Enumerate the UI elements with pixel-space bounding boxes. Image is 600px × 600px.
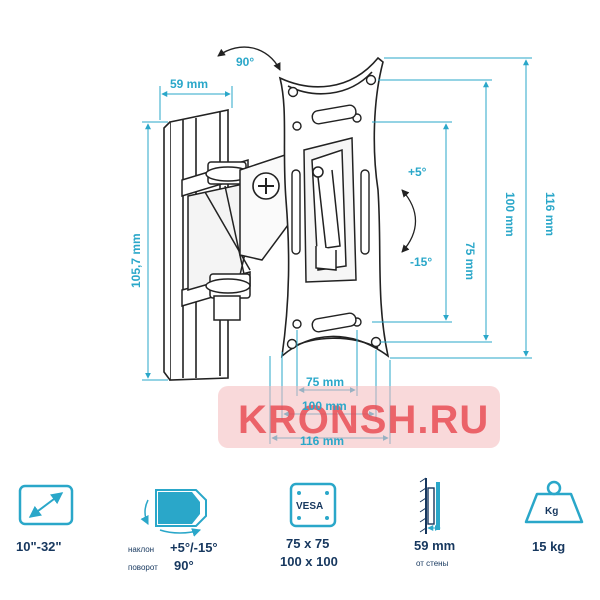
watermark-text: KRONSH.RU <box>238 398 489 442</box>
screen-size-icon <box>18 484 74 526</box>
vesa-small-horizontal-label: 75 mm <box>306 375 344 389</box>
vesa-holes <box>286 74 382 350</box>
dim-right-verticals <box>372 57 532 359</box>
tilt-swivel-icon <box>140 489 207 537</box>
tilt-down-label: -15° <box>410 255 432 269</box>
rotation-arc <box>217 46 281 71</box>
arm-depth-label: 59 mm <box>170 77 208 91</box>
vesa-large-horizontal-label: 100 mm <box>302 399 347 413</box>
vesa-badge-label: VESA <box>296 501 323 512</box>
swivel-arm <box>181 153 289 321</box>
watermark: KRONSH.RU <box>218 386 500 448</box>
plate-height-label: 116 mm <box>543 192 557 236</box>
tilt-up-label: +5° <box>408 165 427 179</box>
vesa-icon <box>289 482 337 528</box>
wall-distance-word: от стены <box>416 559 449 568</box>
arm-height-label: 105,7 mm <box>129 233 143 288</box>
swivel-word: поворот <box>128 563 158 572</box>
vesa-small-vertical-label: 75 mm <box>463 242 477 280</box>
plate-width-label: 116 mm <box>300 434 344 448</box>
tilt-word: наклон <box>128 545 154 554</box>
wall-distance-icon <box>419 477 441 534</box>
weight-icon <box>524 480 584 524</box>
wall-distance-value: 59 mm <box>414 538 455 553</box>
vesa-size-small: 75 x 75 <box>286 536 329 551</box>
vesa-size-large: 100 x 100 <box>280 554 338 569</box>
max-weight-value: 15 kg <box>532 539 565 554</box>
swivel-value: 90° <box>174 558 194 573</box>
dim-arm-depth <box>159 86 233 120</box>
tilt-arc <box>401 189 416 253</box>
screw-icon <box>252 172 280 200</box>
vesa-large-vertical-label: 100 mm <box>503 192 517 237</box>
tilt-bracket <box>303 137 357 283</box>
weight-badge-label: Kg <box>545 506 558 517</box>
rotation-label: 90° <box>236 55 254 69</box>
tilt-value: +5°/-15° <box>170 540 218 555</box>
screen-size-value: 10"-32" <box>16 539 62 554</box>
dim-arm-height <box>142 121 168 381</box>
